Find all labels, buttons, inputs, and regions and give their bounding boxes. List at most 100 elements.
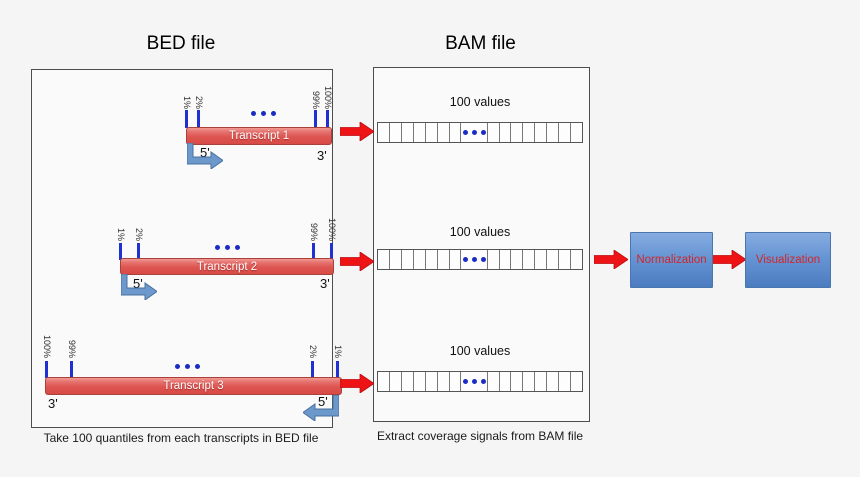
coverage-cell <box>571 123 582 142</box>
bed-file-box <box>31 69 333 428</box>
coverage-cell <box>449 123 462 142</box>
quantile-tick <box>311 361 314 378</box>
transcript-bar: Transcript 1 <box>186 127 332 145</box>
ellipsis-dots-icon <box>251 111 276 116</box>
strand-direction-arrow-icon <box>121 274 157 300</box>
coverage-cell <box>401 372 414 391</box>
quantile-tick-label: 1% <box>116 227 126 241</box>
quantile-tick <box>326 110 329 128</box>
coverage-cell <box>487 123 500 142</box>
coverage-cell <box>487 250 500 269</box>
coverage-cell <box>389 372 402 391</box>
coverage-cell <box>437 372 450 391</box>
coverage-cell <box>378 123 390 142</box>
coverage-cell <box>449 250 462 269</box>
coverage-cell <box>413 250 426 269</box>
coverage-cell <box>559 123 572 142</box>
coverage-strip <box>377 249 583 270</box>
bam-file-box <box>373 67 590 422</box>
coverage-cell <box>499 123 512 142</box>
coverage-cell <box>523 250 536 269</box>
bed-file-title: BED file <box>146 33 216 54</box>
quantile-tick <box>330 243 333 260</box>
ellipsis-dots-icon <box>175 364 200 369</box>
ellipsis-dots-icon <box>215 245 240 250</box>
quantile-tick-label: 1% <box>182 95 192 109</box>
coverage-cell <box>378 250 390 269</box>
coverage-cell <box>389 250 402 269</box>
coverage-cell <box>535 372 548 391</box>
coverage-strip <box>377 371 583 392</box>
three-prime-label: 3' <box>320 276 330 291</box>
coverage-cell <box>401 250 414 269</box>
coverage-cell <box>378 372 390 391</box>
coverage-cell <box>523 123 536 142</box>
bam-caption: Extract coverage signals from BAM file <box>376 429 584 443</box>
coverage-cell <box>571 372 582 391</box>
coverage-cell <box>437 250 450 269</box>
coverage-ellipsis-cell <box>461 123 488 142</box>
coverage-cell <box>559 250 572 269</box>
coverage-cell <box>547 372 560 391</box>
strand-direction-arrow-icon <box>303 395 339 421</box>
quantile-tick <box>70 361 73 378</box>
coverage-cell <box>425 250 438 269</box>
quantile-tick-label: 2% <box>134 227 144 241</box>
flow-arrow-icon <box>340 252 374 271</box>
bed-caption: Take 100 quantiles from each transcripts… <box>43 431 319 445</box>
quantile-tick-label: 2% <box>194 95 204 109</box>
coverage-ellipsis-cell <box>461 372 488 391</box>
coverage-cell <box>535 123 548 142</box>
flow-arrow-icon <box>340 122 374 141</box>
coverage-cell <box>499 250 512 269</box>
quantile-tick <box>119 243 122 260</box>
five-prime-label: 5' <box>200 145 210 160</box>
coverage-ellipsis-cell <box>461 250 488 269</box>
values-count-label: 100 values <box>449 95 511 109</box>
normalization-box: Normalization <box>630 232 713 288</box>
quantile-tick-label: 100% <box>327 217 337 241</box>
coverage-strip <box>377 122 583 143</box>
quantile-tick <box>197 110 200 128</box>
coverage-cell <box>437 123 450 142</box>
quantile-tick <box>336 361 339 378</box>
flow-arrow-icon <box>712 250 746 269</box>
quantile-tick <box>314 110 317 128</box>
coverage-cell <box>559 372 572 391</box>
coverage-cell <box>413 123 426 142</box>
three-prime-label: 3' <box>317 148 327 163</box>
flow-arrow-icon <box>594 250 628 269</box>
values-count-label: 100 values <box>449 225 511 239</box>
quantile-tick <box>312 243 315 260</box>
strand-direction-arrow-icon <box>187 143 223 169</box>
coverage-cell <box>413 372 426 391</box>
transcript-bar: Transcript 3 <box>45 377 342 395</box>
quantile-tick-label: 99% <box>309 222 319 241</box>
coverage-cell <box>401 123 414 142</box>
coverage-cell <box>425 372 438 391</box>
coverage-cell <box>511 372 524 391</box>
coverage-cell <box>449 372 462 391</box>
values-count-label: 100 values <box>449 344 511 358</box>
coverage-cell <box>511 250 524 269</box>
coverage-cell <box>535 250 548 269</box>
quantile-tick-label: 100% <box>323 85 333 109</box>
quantile-tick-label: 100% <box>42 334 52 358</box>
coverage-cell <box>389 123 402 142</box>
quantile-tick <box>185 110 188 128</box>
three-prime-label: 3' <box>48 396 58 411</box>
transcript-bar: Transcript 2 <box>120 258 334 275</box>
quantile-tick-label: 99% <box>311 90 321 109</box>
flow-arrow-icon <box>340 374 374 393</box>
coverage-cell <box>499 372 512 391</box>
quantile-tick <box>45 361 48 378</box>
coverage-cell <box>523 372 536 391</box>
quantile-tick <box>137 243 140 260</box>
quantile-tick-label: 1% <box>333 344 343 358</box>
coverage-cell <box>487 372 500 391</box>
quantile-tick-label: 99% <box>67 339 77 358</box>
coverage-cell <box>425 123 438 142</box>
bam-file-title: BAM file <box>445 33 516 54</box>
coverage-cell <box>511 123 524 142</box>
